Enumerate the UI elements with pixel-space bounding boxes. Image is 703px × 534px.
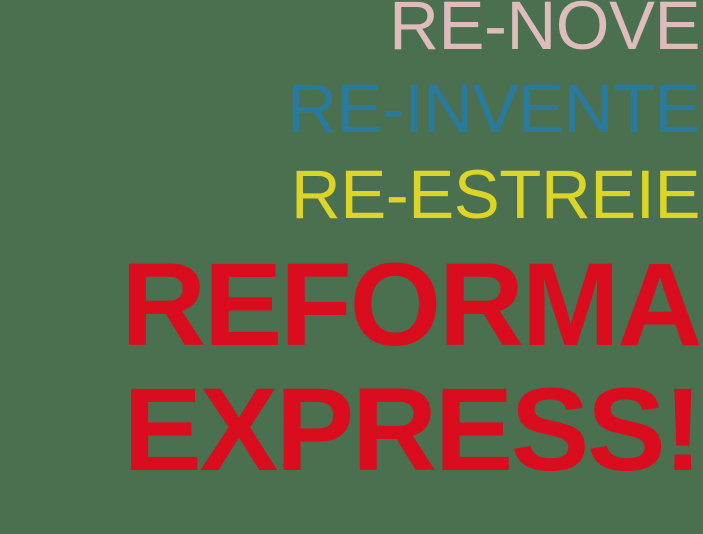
headline-line-re-nove: RE-NOVE <box>389 0 700 64</box>
headline-line-reforma: REFORMA <box>120 239 703 371</box>
headline-line-re-invente: RE-INVENTE <box>287 70 700 147</box>
headline-line-express: EXPRESS! <box>123 364 702 496</box>
headline-line-re-estreie: RE-ESTREIE <box>290 156 701 233</box>
headline-stack: RE-NOVE RE-INVENTE RE-ESTREIE REFORMA EX… <box>120 0 703 496</box>
